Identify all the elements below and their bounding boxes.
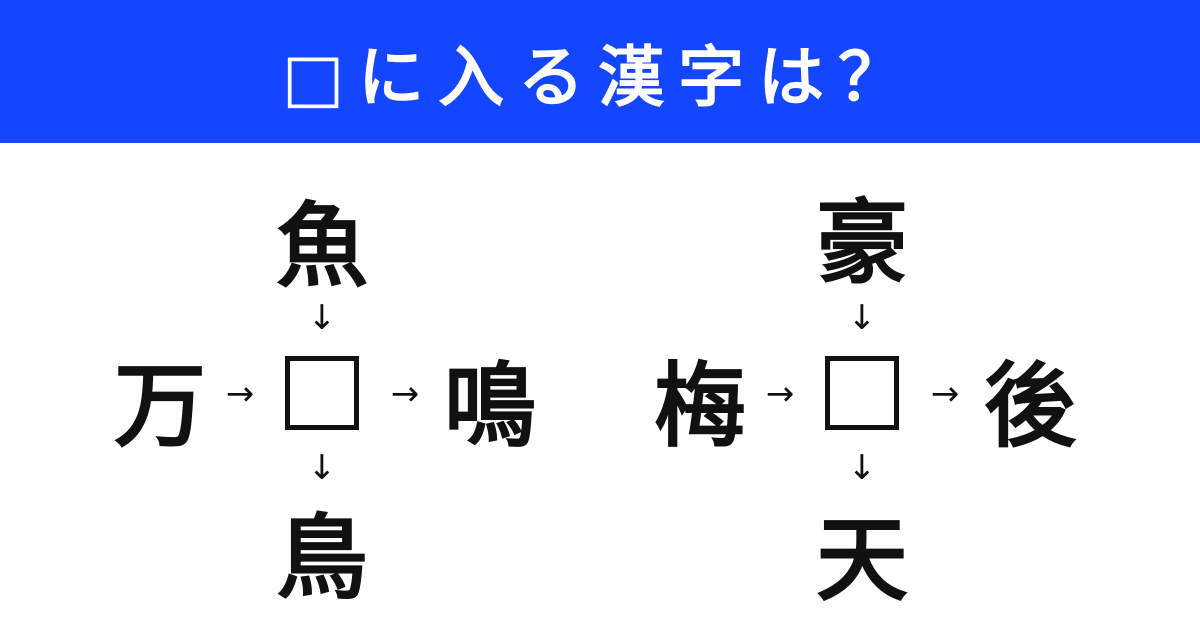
right-arrow-icon: →	[390, 374, 420, 414]
puzzle-1-left-kanji: 万	[113, 352, 206, 460]
down-arrow-icon: ↓	[307, 298, 337, 338]
puzzle-2-right-kanji: 後	[983, 352, 1076, 460]
header-banner: □に入る漢字は？	[0, 0, 1200, 143]
right-arrow-icon: →	[765, 374, 795, 414]
puzzle-2-blank-box	[825, 356, 899, 430]
puzzle-2-bottom-kanji: 天	[815, 506, 908, 614]
puzzle-1-blank-box	[285, 356, 359, 430]
puzzle-2-left-kanji: 梅	[653, 352, 746, 460]
puzzle-1-bottom-kanji: 鳥	[275, 504, 368, 612]
down-arrow-icon: ↓	[847, 298, 877, 338]
down-arrow-icon: ↓	[307, 448, 337, 488]
puzzle-2-top-kanji: 豪	[815, 189, 908, 297]
puzzle-1-right-kanji: 鳴	[443, 352, 536, 460]
right-arrow-icon: →	[225, 374, 255, 414]
down-arrow-icon: ↓	[847, 448, 877, 488]
page-title: □に入る漢字は？	[281, 38, 919, 116]
right-arrow-icon: →	[930, 374, 960, 414]
puzzle-1-top-kanji: 魚	[275, 192, 368, 300]
